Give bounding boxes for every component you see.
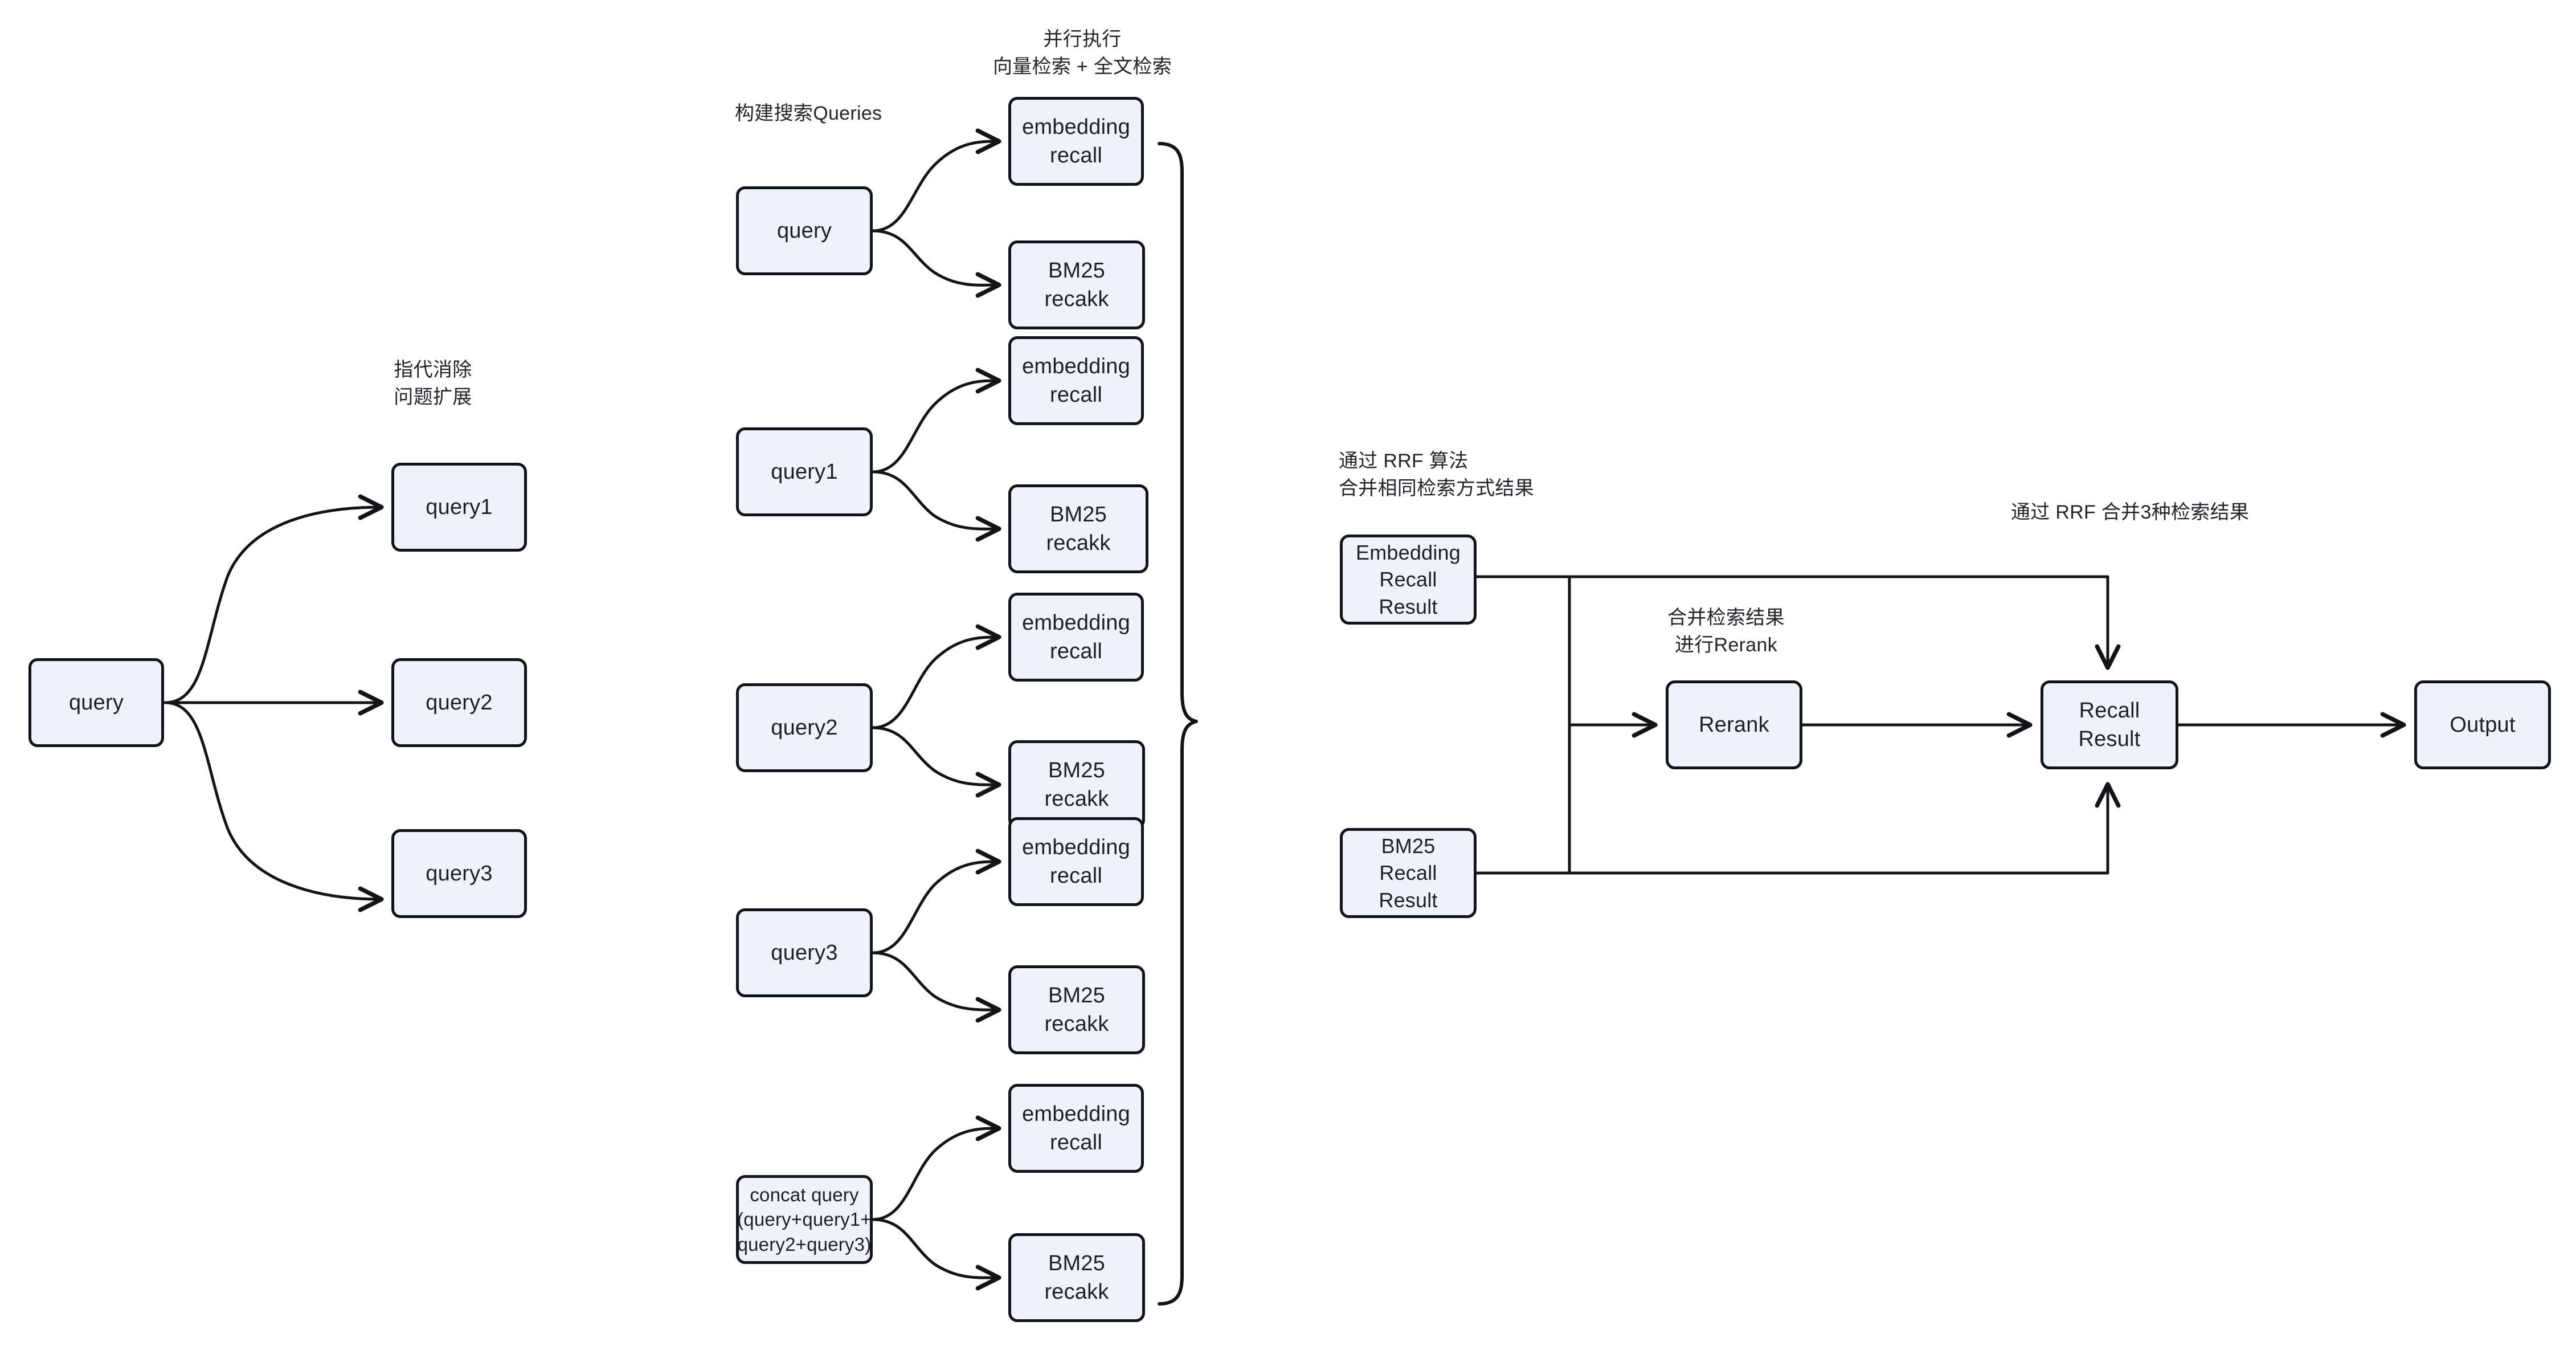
node-search-query2[interactable]: query2 bbox=[736, 683, 873, 772]
node-search-concat-query[interactable]: concat query (query+query1+ query2+query… bbox=[736, 1175, 873, 1264]
caption-build-queries: 构建搜索Queries bbox=[735, 103, 882, 124]
caption-coref-expand: 指代消除 问题扩展 bbox=[394, 359, 472, 409]
node-embedding-recall-3[interactable]: embedding recall bbox=[1008, 817, 1144, 906]
node-expanded-query1[interactable]: query1 bbox=[391, 463, 527, 552]
caption-rrf-three-results: 通过 RRF 合并3种检索结果 bbox=[2011, 501, 2250, 523]
node-bm25-recall-result[interactable]: BM25 Recall Result bbox=[1340, 828, 1477, 918]
node-bm25-recall-0[interactable]: BM25 recakk bbox=[1008, 240, 1145, 329]
node-embedding-recall-1[interactable]: embedding recall bbox=[1008, 336, 1144, 425]
node-bm25-recall-1[interactable]: BM25 recakk bbox=[1008, 484, 1148, 573]
node-rerank[interactable]: Rerank bbox=[1666, 680, 1802, 769]
node-embedding-recall-0[interactable]: embedding recall bbox=[1008, 97, 1144, 186]
node-expanded-query2[interactable]: query2 bbox=[391, 658, 527, 747]
node-bm25-recall-2[interactable]: BM25 recakk bbox=[1008, 740, 1145, 829]
node-search-query1[interactable]: query1 bbox=[736, 427, 873, 516]
node-search-query3[interactable]: query3 bbox=[736, 908, 873, 997]
node-expanded-query3[interactable]: query3 bbox=[391, 829, 527, 918]
node-bm25-recall-3[interactable]: BM25 recakk bbox=[1008, 965, 1145, 1054]
node-search-query[interactable]: query bbox=[736, 186, 873, 275]
caption-rrf-same-method: 通过 RRF 算法 合并相同检索方式结果 bbox=[1339, 450, 1534, 500]
node-embedding-recall-2[interactable]: embedding recall bbox=[1008, 593, 1144, 682]
node-output[interactable]: Output bbox=[2414, 680, 2551, 769]
node-embedding-recall-result[interactable]: Embedding Recall Result bbox=[1340, 535, 1477, 625]
caption-parallel-exec: 并行执行 向量检索 + 全文检索 bbox=[992, 28, 1172, 78]
node-bm25-recall-4[interactable]: BM25 recakk bbox=[1008, 1233, 1145, 1322]
caption-merge-rerank: 合并检索结果 进行Rerank bbox=[1667, 607, 1785, 656]
node-source-query[interactable]: query bbox=[28, 658, 164, 747]
node-embedding-recall-4[interactable]: embedding recall bbox=[1008, 1084, 1144, 1173]
node-recall-result[interactable]: Recall Result bbox=[2041, 680, 2178, 769]
